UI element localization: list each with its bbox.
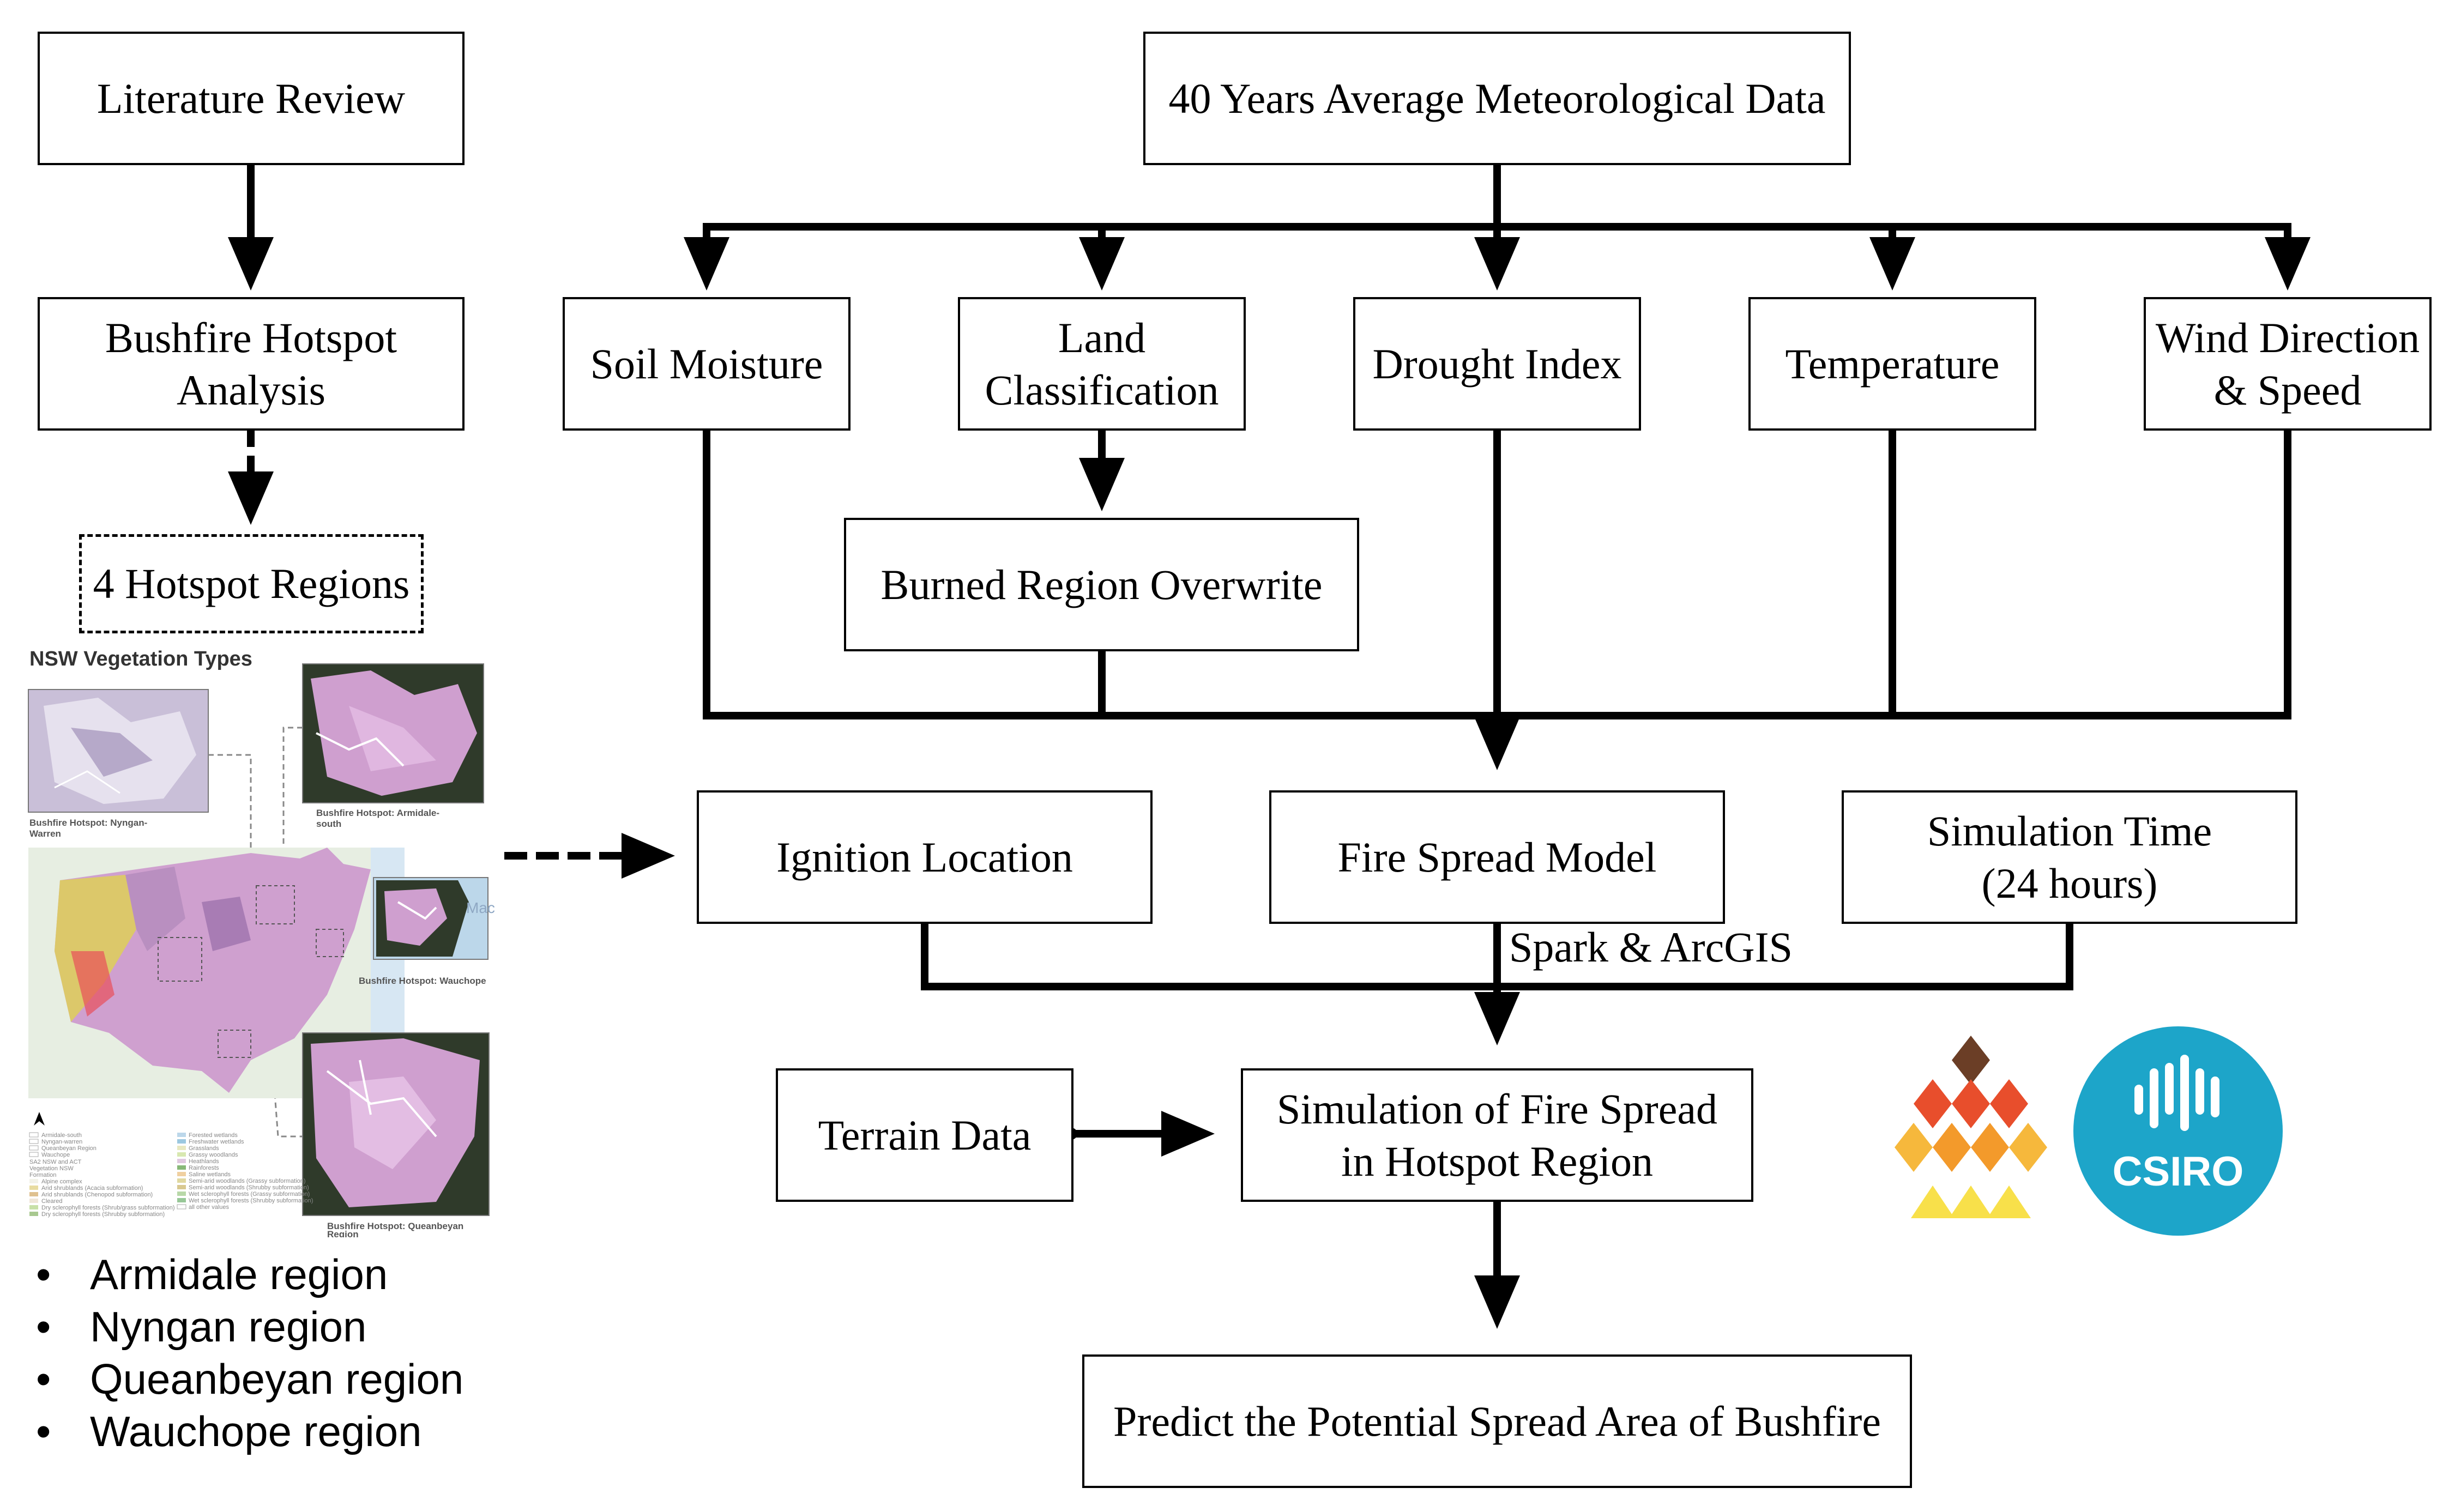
inset-queanbeyan (302, 1032, 490, 1216)
region-item: Nyngan region (33, 1301, 463, 1353)
wind-box: Wind Direction & Speed (2144, 297, 2432, 431)
drought-index-box: Drought Index (1353, 297, 1641, 431)
simulation-time-box: Simulation Time (24 hours) (1842, 790, 2297, 924)
svg-text:Alpine complex: Alpine complex (41, 1178, 82, 1185)
svg-text:Semi-arid woodlands (Grassy su: Semi-arid woodlands (Grassy subformation… (189, 1178, 306, 1184)
inset-queanbeyan-label: Bushfire Hotspot: Queanbeyan (327, 1221, 463, 1231)
svg-text:south: south (316, 819, 341, 829)
terrain-data-box: Terrain Data (776, 1068, 1073, 1202)
svg-text:Saline wetlands: Saline wetlands (189, 1171, 231, 1178)
svg-text:Formation: Formation (29, 1172, 57, 1178)
svg-text:Semi-arid woodlands (Shrubby s: Semi-arid woodlands (Shrubby subformatio… (189, 1184, 309, 1191)
hotspot-analysis-box: Bushfire Hotspot Analysis (38, 297, 465, 431)
inset-nyngan (28, 689, 209, 813)
literature-review-box: Literature Review (38, 32, 465, 165)
soil-moisture-box: Soil Moisture (563, 297, 850, 431)
inset-armidale-label: Bushfire Hotspot: Armidale- (316, 808, 439, 818)
svg-text:Warren: Warren (29, 828, 61, 839)
svg-text:all other values: all other values (189, 1204, 229, 1211)
svg-text:Wauchope: Wauchope (41, 1152, 70, 1158)
csiro-wordmark: CSIRO (2113, 1148, 2244, 1195)
meteorological-data-box: 40 Years Average Meteorological Data (1143, 32, 1851, 165)
svg-text:Nyngan-warren: Nyngan-warren (41, 1139, 82, 1145)
hotspot-region-list: Armidale region Nyngan region Queanbeyan… (33, 1248, 463, 1457)
region-item: Queanbeyan region (33, 1353, 463, 1405)
inset-nyngan-label: Bushfire Hotspot: Nyngan- (29, 818, 147, 828)
region-item: Wauchope region (33, 1405, 463, 1457)
fire-spread-model-box: Fire Spread Model (1269, 790, 1725, 924)
spark-arcgis-label: Spark & ArcGIS (1509, 923, 1793, 971)
inset-wauchope-label: Bushfire Hotspot: Wauchope (359, 976, 486, 986)
svg-text:Armidale-south: Armidale-south (41, 1132, 82, 1139)
nsw-vegetation-map: NSW Vegetation Types Bushfire Hotspot: N… (22, 646, 502, 1237)
map-title: NSW Vegetation Types (29, 648, 252, 670)
svg-text:Wet sclerophyll forests (Shrub: Wet sclerophyll forests (Shrubby subform… (189, 1197, 313, 1204)
land-classification-box: Land Classification (958, 297, 1246, 431)
svg-text:Queanbeyan Region: Queanbeyan Region (41, 1145, 96, 1152)
svg-text:Arid shrublands (Chenopod subf: Arid shrublands (Chenopod subformation) (41, 1192, 153, 1198)
svg-text:Heathlands: Heathlands (189, 1158, 219, 1165)
svg-text:Grasslands: Grasslands (189, 1145, 219, 1152)
svg-text:Forested wetlands: Forested wetlands (189, 1132, 238, 1139)
svg-text:Vegetation NSW: Vegetation NSW (29, 1165, 74, 1172)
svg-text:Freshwater wetlands: Freshwater wetlands (189, 1139, 244, 1145)
svg-text:Region: Region (327, 1229, 359, 1237)
svg-text:Dry sclerophyll forests (Shrub: Dry sclerophyll forests (Shrubby subform… (41, 1211, 165, 1218)
svg-text:Rainforests: Rainforests (189, 1165, 219, 1171)
svg-text:Grassy woodlands: Grassy woodlands (189, 1152, 238, 1158)
svg-text:Dry sclerophyll forests (Shrub: Dry sclerophyll forests (Shrub/grass sub… (41, 1205, 175, 1211)
bushfire-diamond-logo (1895, 1036, 2047, 1218)
svg-text:Arid shrublands (Acacia subfor: Arid shrublands (Acacia subformation) (41, 1185, 143, 1192)
svg-text:Wet sclerophyll forests (Grass: Wet sclerophyll forests (Grassy subforma… (189, 1191, 310, 1197)
inset-wauchope: Mac (373, 877, 495, 960)
svg-text:Cleared: Cleared (41, 1198, 63, 1205)
ignition-location-box: Ignition Location (697, 790, 1153, 924)
inset-armidale (302, 663, 484, 803)
svg-text:SA2 NSW and ACT: SA2 NSW and ACT (29, 1159, 82, 1165)
simulation-fire-spread-box: Simulation of Fire Spread in Hotspot Reg… (1241, 1068, 1753, 1202)
north-arrow-icon (34, 1112, 45, 1126)
burned-region-overwrite-box: Burned Region Overwrite (844, 518, 1359, 651)
mac-watermark: Mac (466, 899, 495, 916)
predict-spread-box: Predict the Potential Spread Area of Bus… (1082, 1354, 1912, 1488)
csiro-logo: CSIRO (2073, 1026, 2283, 1236)
hotspot-regions-box: 4 Hotspot Regions (79, 534, 424, 633)
region-item: Armidale region (33, 1248, 463, 1301)
map-legend: Armidale-south Nyngan-warren Queanbeyan … (29, 1132, 313, 1218)
temperature-box: Temperature (1748, 297, 2036, 431)
